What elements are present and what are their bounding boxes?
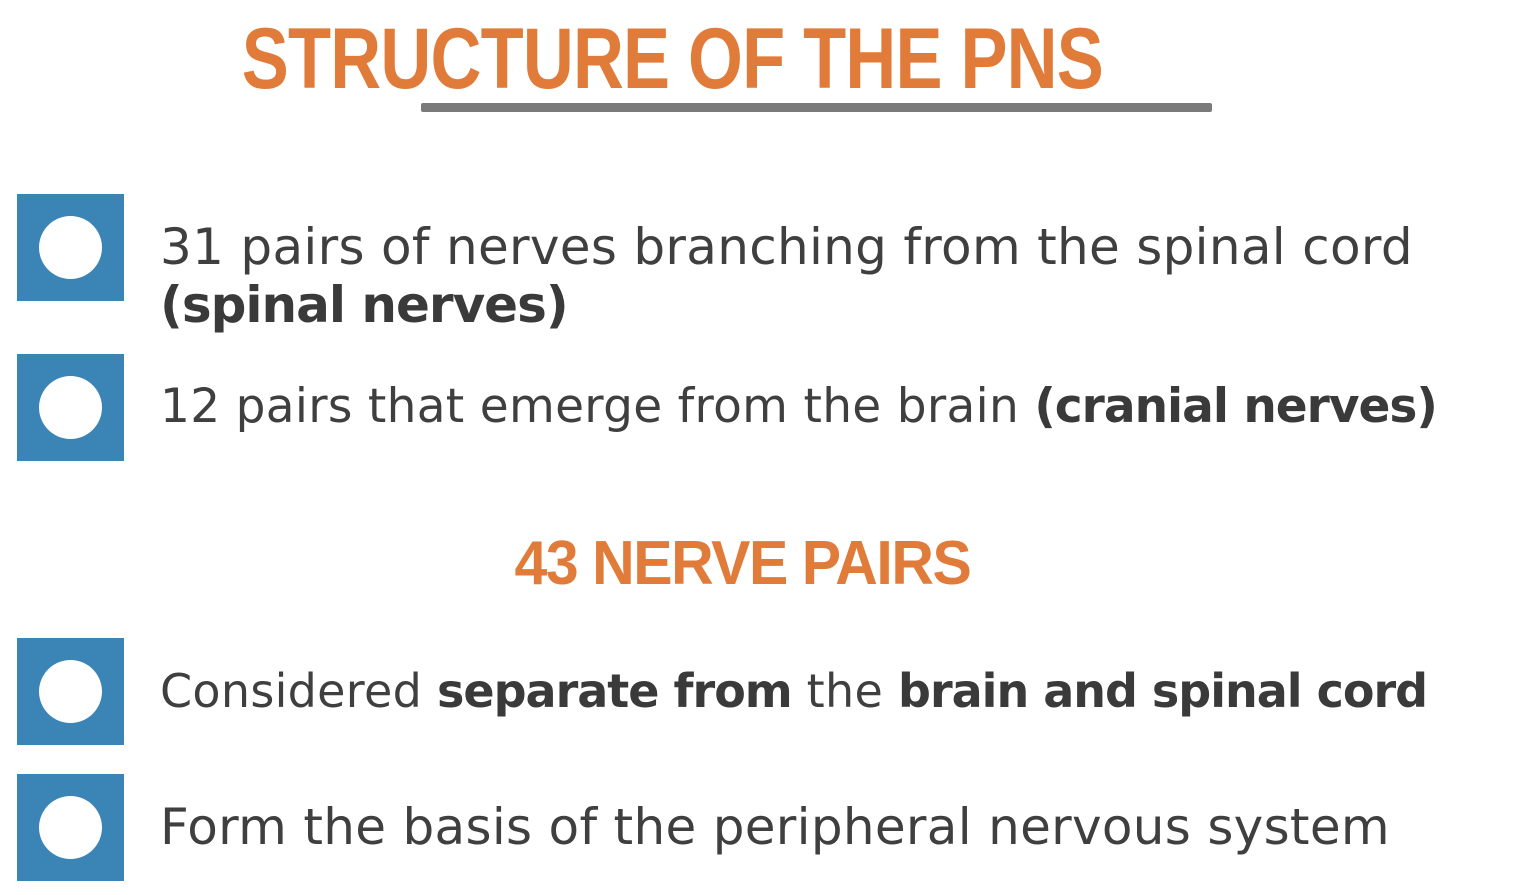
list-item-bold: separate from bbox=[437, 664, 793, 718]
bullet-marker-icon bbox=[17, 194, 124, 301]
list-item-text: Form the basis of the peripheral nervous… bbox=[160, 798, 1390, 856]
circle-icon bbox=[39, 660, 102, 723]
list-item-separate: Considered separate from the brain and s… bbox=[160, 662, 1428, 720]
summary-heading: 43 NERVE PAIRS bbox=[514, 529, 972, 598]
list-item-cranial: 12 pairs that emerge from the brain (cra… bbox=[160, 378, 1438, 436]
page-title: STRUCTURE OF THE PNS bbox=[241, 11, 1104, 107]
list-item-text: Considered bbox=[160, 664, 423, 718]
list-item-text: the bbox=[806, 664, 884, 718]
list-item-text: 31 pairs of nerves branching from the sp… bbox=[160, 218, 1413, 276]
bullet-marker-icon bbox=[17, 638, 124, 745]
list-item-bold: (spinal nerves) bbox=[160, 276, 569, 334]
list-item-text: 12 pairs that emerge from the brain bbox=[160, 379, 1020, 434]
list-item-bold: (cranial nerves) bbox=[1034, 379, 1437, 434]
list-item-bold: brain and spinal cord bbox=[898, 664, 1428, 718]
list-item-basis: Form the basis of the peripheral nervous… bbox=[160, 798, 1390, 856]
circle-icon bbox=[39, 216, 102, 279]
title-underline bbox=[421, 103, 1212, 112]
bullet-marker-icon bbox=[17, 354, 124, 461]
circle-icon bbox=[39, 796, 102, 859]
circle-icon bbox=[39, 376, 102, 439]
bullet-marker-icon bbox=[17, 774, 124, 881]
list-item-spinal: 31 pairs of nerves branching from the sp… bbox=[160, 218, 1413, 334]
